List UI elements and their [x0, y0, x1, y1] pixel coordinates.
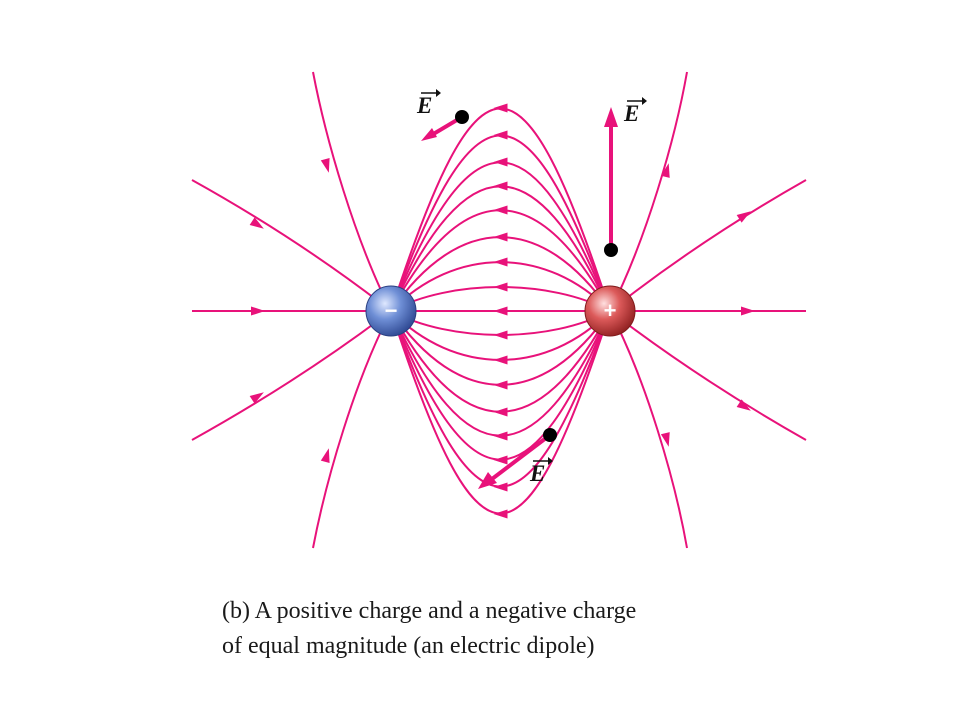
- field-direction-arrow: [736, 399, 751, 411]
- negative-charge: −: [365, 285, 417, 337]
- field-line-outer: [312, 71, 392, 312]
- field-direction-arrow: [493, 205, 508, 215]
- field-direction-arrow: [493, 306, 508, 316]
- negative-sign: −: [385, 298, 398, 323]
- field-direction-arrow: [493, 482, 508, 492]
- field-direction-arrow: [320, 158, 330, 173]
- field-direction-arrow: [251, 306, 265, 316]
- field-direction-arrow: [493, 407, 508, 417]
- test-point: [543, 428, 557, 442]
- field-direction-arrow: [249, 392, 264, 404]
- field-line-outer: [191, 310, 392, 441]
- field-line-inner: [390, 185, 611, 312]
- field-line-arrows: [249, 103, 755, 519]
- field-direction-arrow: [493, 103, 508, 113]
- field-direction-arrow: [493, 355, 508, 365]
- field-direction-arrow: [493, 455, 508, 465]
- field-direction-arrow: [493, 330, 508, 340]
- field-line-outer: [609, 71, 688, 312]
- field-direction-arrow: [493, 130, 508, 140]
- field-line-outer: [312, 310, 392, 549]
- field-direction-arrow: [493, 157, 508, 167]
- field-vector-label: E: [529, 461, 545, 486]
- field-direction-arrow: [741, 306, 755, 316]
- field-direction-arrow: [249, 217, 264, 229]
- field-direction-arrow: [493, 257, 508, 267]
- field-vector-top-right: E: [604, 97, 647, 257]
- field-direction-arrow: [736, 211, 751, 223]
- field-vector-label: E: [623, 101, 639, 126]
- field-line-outer: [609, 310, 807, 441]
- field-line-inner: [390, 310, 611, 437]
- field-direction-arrow: [493, 509, 508, 519]
- field-vector-bottom: E: [478, 428, 557, 489]
- field-direction-arrow: [660, 163, 670, 178]
- field-line-inner: [390, 286, 611, 312]
- test-point: [455, 110, 469, 124]
- positive-sign: +: [604, 298, 617, 323]
- test-point: [604, 243, 618, 257]
- field-line-outer: [191, 179, 392, 312]
- field-direction-arrow: [493, 282, 508, 292]
- caption-line-2: of equal magnitude (an electric dipole): [222, 633, 595, 659]
- positive-charge: +: [584, 285, 636, 337]
- field-line-outer: [609, 179, 807, 312]
- field-direction-arrow: [493, 232, 508, 242]
- field-line-outer: [609, 310, 688, 549]
- caption-line-1: (b) A positive charge and a negative cha…: [222, 598, 637, 624]
- field-direction-arrow: [320, 448, 330, 463]
- field-direction-arrow: [493, 181, 508, 191]
- field-direction-arrow: [493, 380, 508, 390]
- figure-caption: (b) A positive charge and a negative cha…: [222, 594, 822, 664]
- field-line-inner: [390, 310, 611, 336]
- field-direction-arrow: [493, 431, 508, 441]
- field-direction-arrow: [660, 432, 670, 447]
- field-vector-label: E: [416, 93, 432, 118]
- field-vector-top-left: E: [416, 89, 469, 141]
